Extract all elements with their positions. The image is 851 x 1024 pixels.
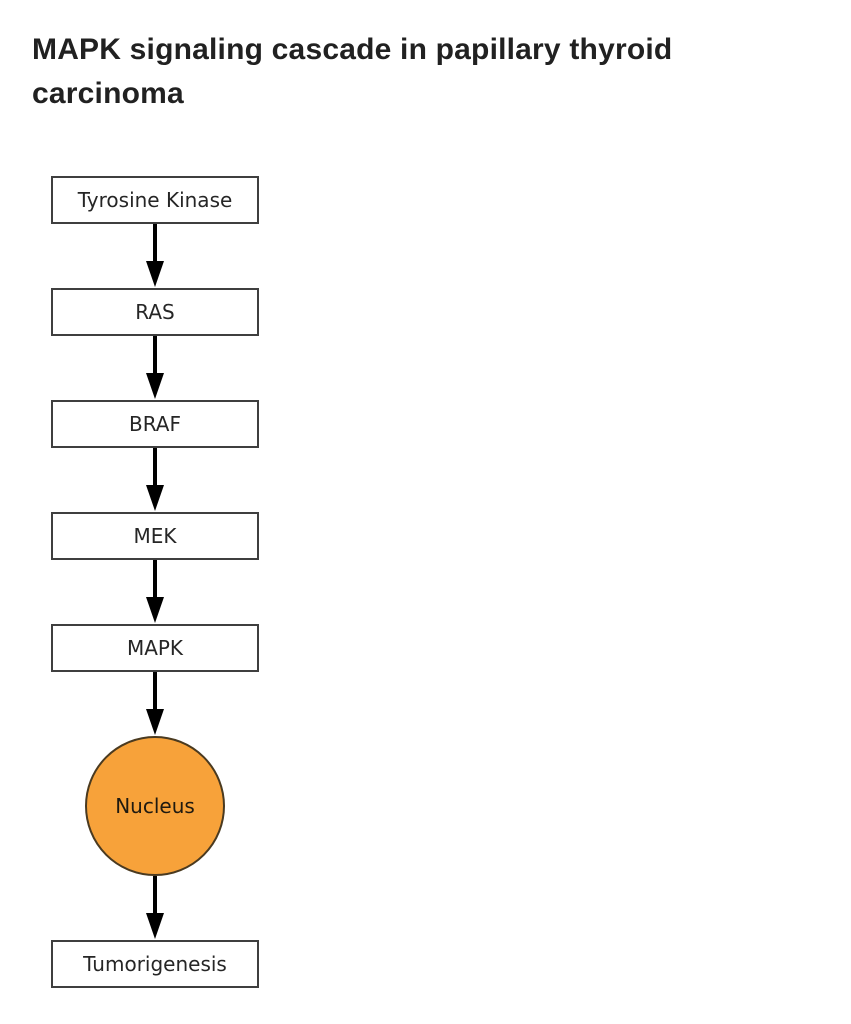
node-tumorigenesis: Tumorigenesis: [51, 940, 259, 988]
page-title-line-1: MAPK signaling cascade in papillary thyr…: [32, 33, 673, 66]
node-mapk-label: MAPK: [126, 636, 184, 660]
page-title: MAPK signaling cascade in papillary thyr…: [32, 28, 672, 116]
node-tyrosine-kinase: Tyrosine Kinase: [51, 176, 259, 224]
arrow-down-icon: [146, 448, 164, 511]
arrow-down-icon: [146, 224, 164, 287]
node-braf: BRAF: [51, 400, 259, 448]
node-mek-label: MEK: [133, 524, 177, 548]
arrow-down-icon: [146, 672, 164, 735]
arrow-down-icon: [146, 560, 164, 623]
node-ras: RAS: [51, 288, 259, 336]
arrow-down-icon: [146, 876, 164, 939]
arrow-down-icon: [146, 336, 164, 399]
node-braf-label: BRAF: [129, 412, 181, 436]
flowchart: Tyrosine Kinase RAS BRAF MEK MAP: [51, 176, 259, 988]
node-nucleus-label: Nucleus: [115, 794, 195, 818]
node-mek: MEK: [51, 512, 259, 560]
node-tyrosine-kinase-label: Tyrosine Kinase: [77, 188, 233, 212]
node-mapk: MAPK: [51, 624, 259, 672]
page-title-line-2: carcinoma: [32, 77, 184, 110]
node-nucleus: Nucleus: [85, 736, 225, 876]
node-ras-label: RAS: [135, 300, 175, 324]
node-tumorigenesis-label: Tumorigenesis: [83, 952, 227, 976]
